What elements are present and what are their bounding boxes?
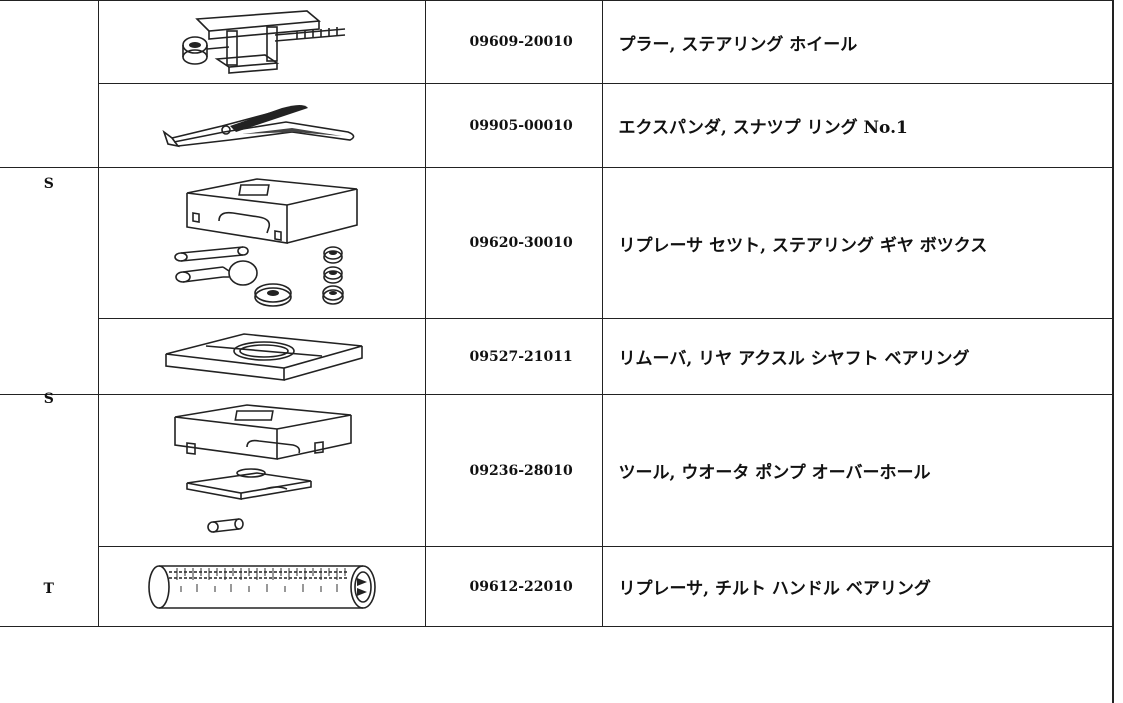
part-number: 09236-28010 <box>424 394 603 547</box>
replacer-set-case-icon <box>173 178 358 307</box>
part-number: 09612-22010 <box>424 546 603 627</box>
tilt-handle-replacer-icon <box>147 564 376 609</box>
tool-image-cell <box>97 83 426 168</box>
category-label: S <box>43 391 54 407</box>
category-cell: S <box>0 0 99 192</box>
tool-name: プラー, ステアリング ホイール <box>601 0 1113 84</box>
part-number: 09620-30010 <box>424 167 603 319</box>
tool-image-cell <box>97 0 426 84</box>
tool-name: リムーバ, リヤ アクスル シヤフト ベアリング <box>601 318 1113 395</box>
table-row: 09612-22010 リプレーサ, チルト ハンドル ベアリング <box>0 546 1113 627</box>
tool-image-cell <box>97 318 426 395</box>
special-tools-table: S <box>0 0 1113 627</box>
snap-ring-expander-icon <box>161 104 354 147</box>
tool-image-cell <box>97 546 426 627</box>
category-cell: T <box>0 394 99 627</box>
part-number: 09905-00010 <box>424 83 603 168</box>
category-cell: S <box>0 167 99 407</box>
tool-image-cell <box>97 167 426 319</box>
tool-name: ツール, ウオータ ポンプ オーバーホール <box>601 394 1113 547</box>
tool-image-cell <box>97 394 426 547</box>
tool-name: リプレーサ, チルト ハンドル ベアリング <box>601 546 1113 627</box>
table-row: 09527-21011 リムーバ, リヤ アクスル シヤフト ベアリング <box>0 318 1113 395</box>
part-number: 09609-20010 <box>424 0 603 84</box>
steering-wheel-puller-icon <box>181 10 345 74</box>
right-border-line <box>1112 0 1114 703</box>
part-number: 09527-21011 <box>424 318 603 395</box>
table-row: S <box>0 167 1113 407</box>
bearing-remover-plate-icon <box>164 332 363 381</box>
tool-name: リプレーサ セツト, ステアリング ギヤ ボツクス <box>601 167 1113 319</box>
tool-name: エクスパンダ, スナツプ リング No.1 <box>601 83 1113 168</box>
category-label: S <box>43 176 54 192</box>
table-row: S <box>0 0 1113 192</box>
water-pump-tool-case-icon <box>173 403 352 533</box>
category-label: T <box>43 580 54 597</box>
table-row: 09905-00010 エクスパンダ, スナツプ リング No.1 <box>0 83 1113 168</box>
table-row: T <box>0 394 1113 627</box>
